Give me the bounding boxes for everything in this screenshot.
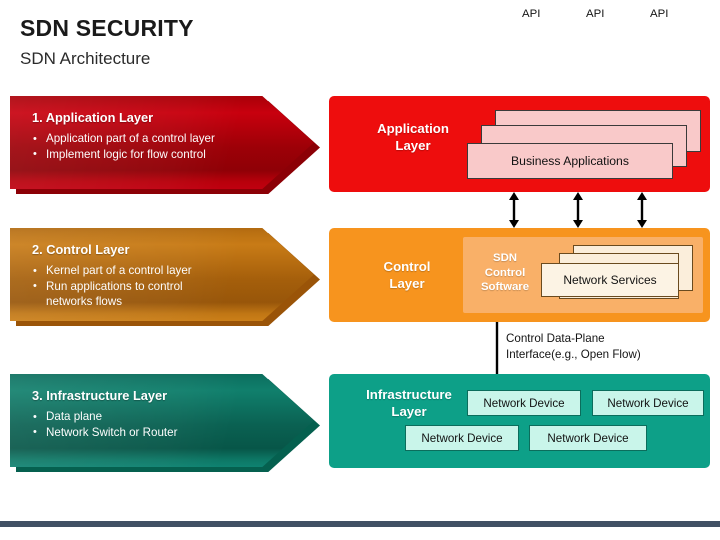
api-label-1: API bbox=[522, 8, 541, 20]
footer-accent-bar bbox=[0, 521, 720, 527]
bullet-item: Data plane bbox=[32, 410, 262, 425]
panel-title-line-1: Control bbox=[383, 259, 431, 274]
panel-title-line-2: Layer bbox=[395, 138, 431, 153]
api-label-2: API bbox=[586, 8, 605, 20]
panel-title-line-1: Application bbox=[377, 121, 449, 136]
network-services-card-front[interactable]: Network Services bbox=[541, 263, 679, 297]
control-data-plane-interface-label: Control Data-Plane Interface(e.g., Open … bbox=[506, 331, 641, 363]
bullet-item: Run applications to control bbox=[32, 279, 262, 295]
network-device-box[interactable]: Network Device bbox=[529, 425, 647, 451]
sdn-label-line-3: Software bbox=[480, 281, 530, 294]
network-device-box[interactable]: Network Device bbox=[467, 390, 581, 416]
chevron-bullets-control: Kernel part of a control layer Run appli… bbox=[32, 264, 262, 310]
bullet-item: Kernel part of a control layer bbox=[32, 264, 262, 279]
network-device-box[interactable]: Network Device bbox=[405, 425, 519, 451]
panel-control-layer[interactable]: Control Layer SDN Control Software Netwo… bbox=[329, 228, 710, 322]
chevron-banner-infrastructure[interactable]: 3. Infrastructure Layer Data plane Netwo… bbox=[10, 374, 320, 472]
bullet-item: Network Switch or Router bbox=[32, 425, 262, 441]
bullet-item: Application part of a control layer bbox=[32, 132, 262, 147]
chevron-content: 2. Control Layer Kernel part of a contro… bbox=[32, 242, 262, 311]
api-arrow-1-icon bbox=[507, 192, 521, 228]
business-applications-label: Business Applications bbox=[511, 154, 629, 168]
panel-infrastructure-layer[interactable]: Infrastructure Layer Network Device Netw… bbox=[329, 374, 710, 468]
chevron-content: 1. Application Layer Application part of… bbox=[32, 110, 262, 163]
chevron-banner-control[interactable]: 2. Control Layer Kernel part of a contro… bbox=[10, 228, 320, 326]
chevron-heading-control: 2. Control Layer bbox=[32, 242, 130, 257]
panel-title-line-1: Infrastructure bbox=[366, 387, 452, 402]
panel-application-layer[interactable]: Application Layer Business Applications bbox=[329, 96, 710, 192]
chevron-heading-application: 1. Application Layer bbox=[32, 110, 154, 125]
bullet-item-continuation: networks flows bbox=[46, 295, 123, 309]
cdpi-line-2: Interface(e.g., Open Flow) bbox=[506, 348, 641, 361]
network-services-label: Network Services bbox=[563, 273, 657, 287]
sdn-control-software-label: SDN Control Software bbox=[469, 251, 541, 295]
business-application-card-front[interactable]: Business Applications bbox=[467, 143, 673, 179]
panel-title-line-2: Layer bbox=[389, 276, 425, 291]
sdn-label-line-2: Control bbox=[484, 266, 526, 279]
panel-title-control: Control Layer bbox=[343, 258, 471, 292]
chevron-heading-infrastructure: 3. Infrastructure Layer bbox=[32, 388, 168, 403]
sdn-control-software-panel[interactable]: SDN Control Software Network Services bbox=[463, 237, 703, 313]
panel-title-application: Application Layer bbox=[349, 120, 477, 154]
chevron-content: 3. Infrastructure Layer Data plane Netwo… bbox=[32, 388, 262, 441]
api-arrow-3-icon bbox=[635, 192, 649, 228]
panel-title-infrastructure: Infrastructure Layer bbox=[339, 386, 479, 420]
chevron-banner-application[interactable]: 1. Application Layer Application part of… bbox=[10, 96, 320, 194]
chevron-bullets-application: Application part of a control layer Impl… bbox=[32, 132, 262, 162]
page-title: SDN SECURITY bbox=[20, 15, 194, 41]
cdpi-line-1: Control Data-Plane bbox=[506, 332, 605, 345]
api-label-3: API bbox=[650, 8, 669, 20]
sdn-label-line-1: SDN bbox=[492, 252, 518, 264]
api-connector-group bbox=[329, 192, 710, 228]
bullet-item: Implement logic for flow control bbox=[32, 147, 262, 163]
page-subtitle: SDN Architecture bbox=[20, 49, 151, 68]
panel-title-line-2: Layer bbox=[391, 404, 427, 419]
api-arrow-2-icon bbox=[571, 192, 585, 228]
chevron-bullets-infrastructure: Data plane Network Switch or Router bbox=[32, 410, 262, 440]
network-device-box[interactable]: Network Device bbox=[592, 390, 704, 416]
